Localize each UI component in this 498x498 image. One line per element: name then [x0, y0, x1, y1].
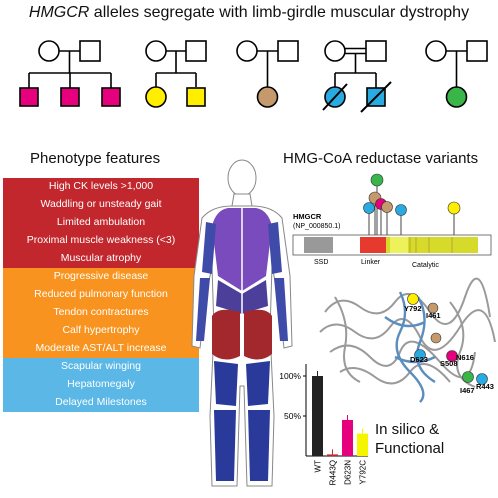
phenotype-item: High CK levels >1,000 [3, 178, 199, 196]
structure-label: I467 [460, 386, 475, 395]
phenotype-item: Scapular winging [3, 358, 199, 376]
bar-Y792C [357, 433, 368, 456]
variant-marker [363, 202, 375, 214]
phenotype-item: Waddling or unsteady gait [3, 196, 199, 214]
structure-label: N616 [456, 353, 474, 362]
phenotype-item: Hepatomegaly [3, 376, 199, 394]
structure-label: D623 [410, 355, 428, 364]
structure-label: R443 [476, 382, 494, 391]
variant-marker [381, 201, 393, 213]
protein-structure: Y792 I461 D623 N616 S508 I467 R443 [319, 277, 496, 403]
phenotype-item: Tendon contractures [3, 304, 199, 322]
category-label: D623N [344, 460, 353, 485]
protein-map: HMGCR (NP_000850.1) SSD Linker Catalytic [292, 173, 492, 269]
phenotype-item: Progressive disease [3, 268, 199, 286]
pedigree-family-2 [145, 40, 207, 108]
variants-title: HMG-CoA reductase variants [283, 150, 479, 167]
variant-marker [447, 201, 461, 215]
phenotype-title: Phenotype features [30, 150, 161, 167]
pedigree-family-1 [19, 40, 121, 107]
insilico-caption: In silico & Functional [375, 420, 444, 458]
structure-label: S508 [440, 359, 458, 368]
pedigree-family-4 [322, 40, 392, 113]
y-tick-label: 100% [279, 371, 301, 381]
title-gene: HMGCR [28, 4, 90, 21]
affected-male [60, 87, 80, 107]
affected-male [101, 87, 121, 107]
phenotype-item: Calf hypertrophy [3, 322, 199, 340]
phenotype-item: Proximal muscle weakness (<3) [3, 232, 199, 250]
structure-label: I461 [426, 311, 441, 320]
caption-line: Functional [375, 440, 445, 457]
bar-D623N [342, 420, 353, 456]
variant-marker [370, 173, 384, 187]
variant-marker [395, 204, 407, 216]
affected-female [19, 87, 39, 107]
category-label: R443Q [329, 460, 338, 485]
category-label: Y792C [359, 460, 368, 485]
category-label: WT [314, 460, 323, 473]
phenotype-item: Limited ambulation [3, 214, 199, 232]
domain-label: Catalytic [412, 262, 439, 269]
phenotype-item: Delayed Milestones [3, 394, 199, 412]
y-tick-label: 50% [284, 411, 301, 421]
protein-accession: (NP_000850.1) [293, 223, 340, 230]
caption-line: In silico & [375, 421, 440, 438]
protein-gene: HMGCR [293, 212, 322, 221]
pedigree-panel [19, 40, 488, 113]
body-figure [191, 159, 293, 487]
domain-label: SSD [314, 259, 328, 266]
title-rest: alleles segregate with limb-girdle muscu… [89, 4, 470, 21]
pedigree-family-3 [236, 40, 299, 108]
functional-chart: 100% 50% WT R443Q D623N Y792C [279, 364, 368, 485]
figure-title: HMGCR alleles segregate with limb-girdle… [0, 4, 498, 22]
bar-R443Q [327, 454, 338, 456]
phenotype-item: Moderate AST/ALT increase [3, 340, 199, 358]
phenotype-item: Reduced pulmonary function [3, 286, 199, 304]
pedigree-family-5 [425, 40, 488, 108]
phenotype-item: Muscular atrophy [3, 250, 199, 268]
domain-label: Linker [361, 259, 381, 266]
structure-label: Y792 [404, 304, 422, 313]
bar-WT [312, 376, 323, 456]
